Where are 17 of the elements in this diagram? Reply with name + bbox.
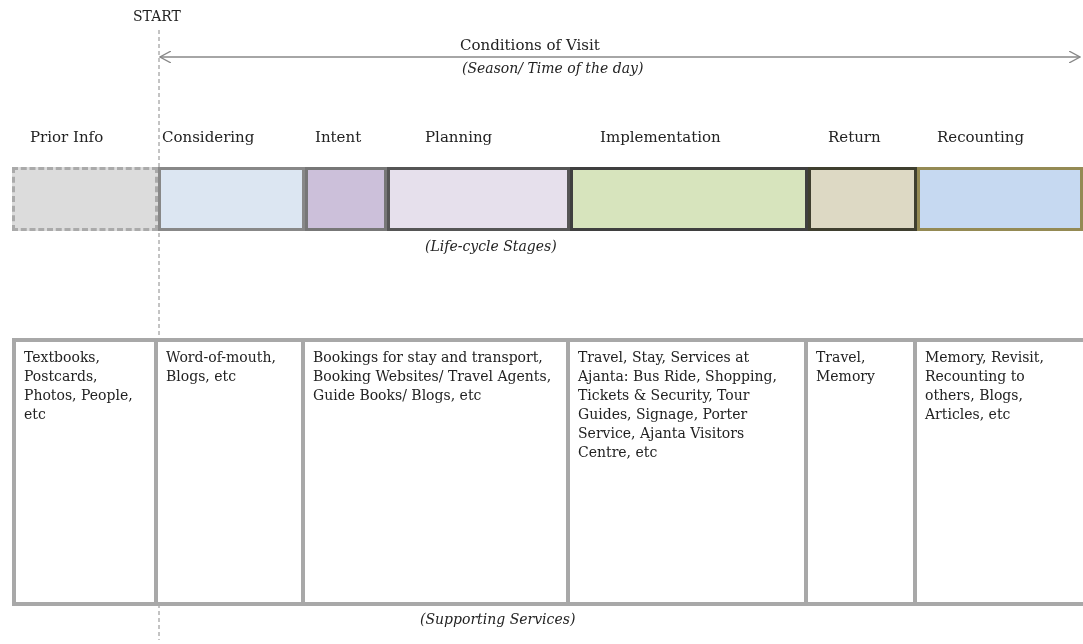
stage-heading: Implementation: [600, 128, 721, 146]
services-caption: (Supporting Services): [420, 611, 576, 627]
service-text: Bookings for stay and transport, Booking Websites/ Travel Agents, Guide Books/ Blogs, etc: [313, 348, 553, 405]
stage-caption: (Life-cycle Stages): [425, 238, 557, 254]
stage-heading: Planning: [425, 128, 493, 146]
stage-heading: Return: [828, 128, 881, 146]
service-text: Travel, Stay, Services at Ajanta: Bus Ride, Shopping, Tickets & Security, Tour Guides, Signage, Porter Service, Ajanta Visitors Centre, etc: [578, 348, 778, 462]
service-text: Word-of-mouth, Blogs, etc: [166, 348, 277, 386]
service-text: Textbooks, Postcards, Photos, People, etc: [24, 348, 134, 424]
service-text: Memory, Revisit, Recounting to others, Blogs, Articles, etc: [925, 348, 1045, 424]
service-text: Travel, Memory: [816, 348, 876, 386]
stage-heading: Recounting: [937, 128, 1024, 146]
stage-heading: Considering: [162, 128, 255, 146]
stage-heading: Prior Info: [30, 128, 104, 146]
start-label: START: [133, 8, 181, 24]
axis-subtitle: (Season/ Time of the day): [462, 60, 644, 76]
stage-heading: Intent: [315, 128, 362, 146]
